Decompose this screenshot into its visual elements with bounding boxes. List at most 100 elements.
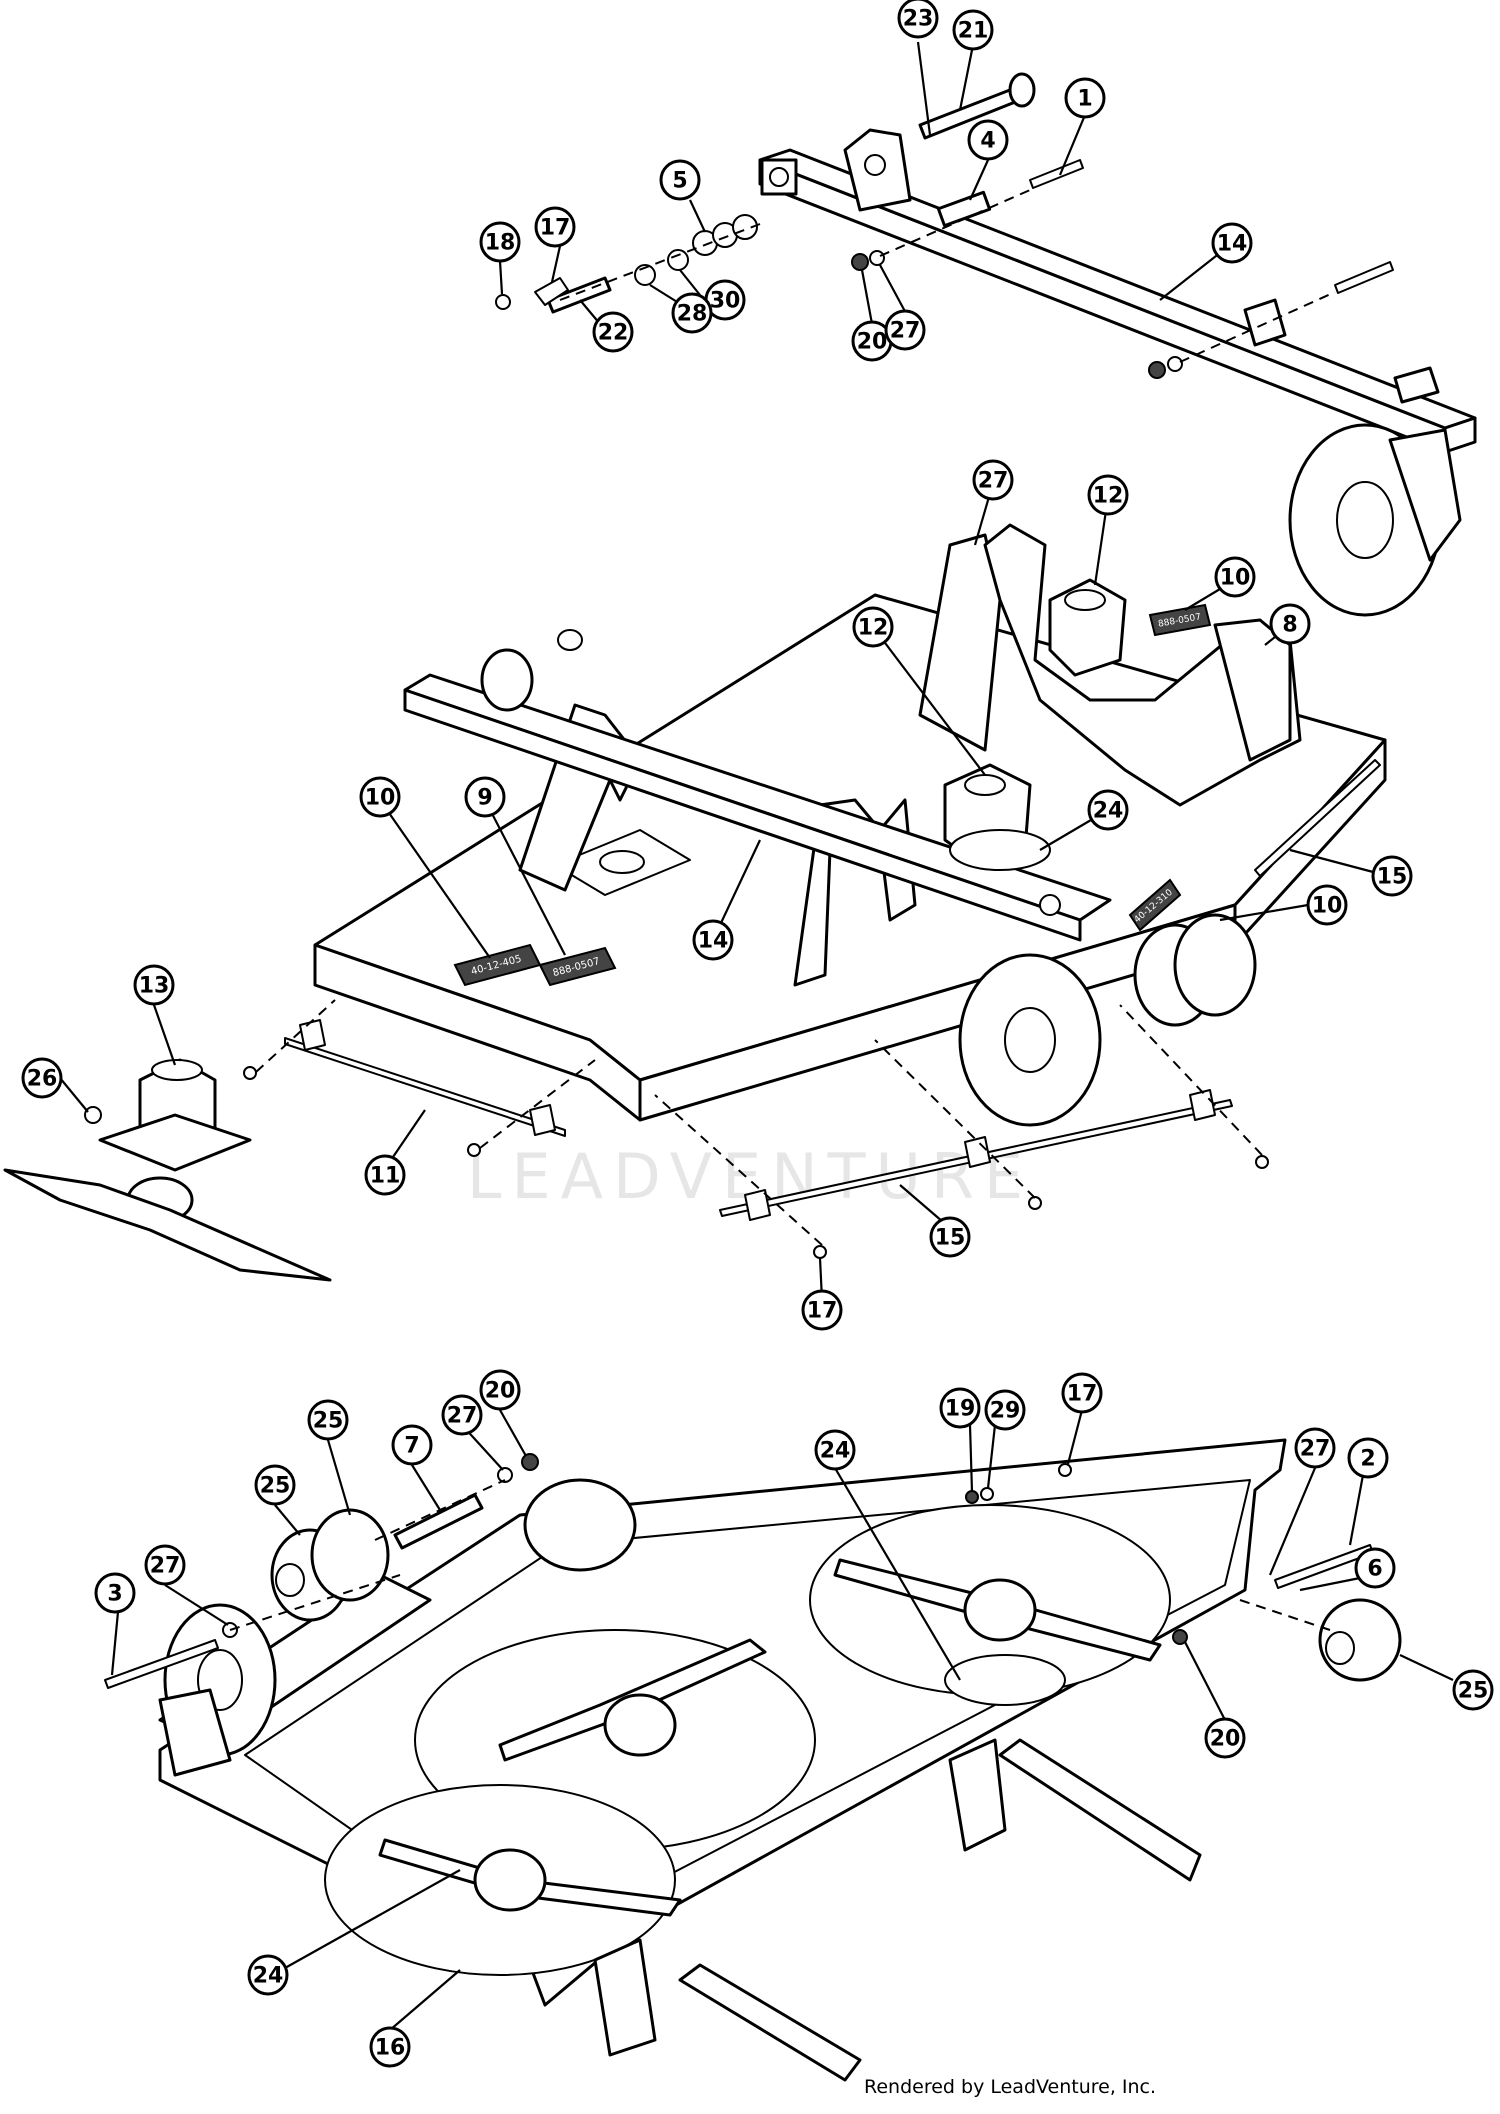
dash-rod-11-a <box>255 999 336 1073</box>
svg-text:17: 17 <box>1067 1382 1098 1407</box>
nut-18 <box>495 294 511 310</box>
spindle-opening <box>599 850 645 874</box>
hitch-bracket-front <box>593 1938 657 2057</box>
svg-text:6: 6 <box>1367 1557 1382 1582</box>
roller-25-right-hub <box>1325 1631 1355 1665</box>
spacer-tube <box>936 190 992 228</box>
svg-text:13: 13 <box>139 974 170 999</box>
svg-text:27: 27 <box>150 1554 181 1579</box>
callout: 8 <box>1269 603 1311 645</box>
callouts: 23 21 1 4 5 17 18 30 28 22 20 27 14 27 1… <box>21 0 1494 2068</box>
hitch-bracket-right <box>948 1738 1007 1852</box>
nut-20-pin <box>521 1453 539 1471</box>
baffle-rod-11 <box>284 1037 566 1137</box>
svg-text:29: 29 <box>990 1399 1021 1424</box>
dash-bolt-2 <box>1239 1599 1331 1631</box>
baffle-bracket-15c <box>1189 1089 1216 1121</box>
callout: 27 <box>884 309 926 351</box>
callout: 22 <box>592 311 634 353</box>
bolt-3 <box>104 1639 219 1689</box>
nut-20-right <box>1172 1629 1188 1645</box>
bolt-17-a <box>243 1066 257 1080</box>
callout: 14 <box>692 919 734 961</box>
callout: 17 <box>534 206 576 248</box>
svg-text:27: 27 <box>447 1404 478 1429</box>
pivot-pin-head <box>1008 72 1036 108</box>
callout: 15 <box>929 1216 971 1258</box>
svg-text:24: 24 <box>1093 799 1124 824</box>
callout: 16 <box>369 2026 411 2068</box>
callout: 15 <box>1371 855 1413 897</box>
bolt-17-c <box>813 1245 827 1259</box>
svg-text:24: 24 <box>253 1964 284 1989</box>
spindle-assembly <box>3 1058 332 1282</box>
deck-caster-wheel-left-hub <box>1004 1007 1056 1073</box>
clip-17 <box>534 277 569 306</box>
underside-wheel-rear <box>523 1478 637 1572</box>
spindle-housing-front-top <box>964 774 1006 796</box>
callout: 20 <box>1204 1717 1246 1759</box>
callout: 27 <box>441 1394 483 1436</box>
bolt-17-bottom <box>1058 1463 1072 1477</box>
deck-roller-right-b <box>1173 913 1257 1017</box>
washer-30 <box>667 249 689 271</box>
svg-text:20: 20 <box>1210 1727 1241 1752</box>
svg-text:4: 4 <box>980 129 995 154</box>
callout: 24 <box>1087 789 1129 831</box>
svg-text:11: 11 <box>370 1164 401 1189</box>
right-clamp <box>1243 298 1287 347</box>
deck-axle-bar-end <box>403 688 1082 942</box>
svg-text:5: 5 <box>672 169 687 194</box>
callout: 2 <box>1347 1437 1389 1479</box>
callout: 3 <box>94 1572 136 1614</box>
deck-axle-pivot <box>480 648 534 712</box>
svg-text:10: 10 <box>365 786 396 811</box>
dash-rod-15-c <box>1119 1004 1263 1156</box>
svg-text:10: 10 <box>1220 566 1251 591</box>
callout: 9 <box>464 776 506 818</box>
spindle-hub-rear <box>963 1578 1037 1642</box>
pulley-24 <box>949 829 1051 871</box>
callout: 12 <box>1087 474 1129 516</box>
callout: 23 <box>897 0 939 39</box>
dash-line-right <box>1179 291 1336 363</box>
caster-stem <box>1393 366 1440 404</box>
pulley-24-rear <box>944 1654 1066 1706</box>
callout: 27 <box>972 459 1014 501</box>
dash-line-bolt1 <box>879 189 1031 257</box>
spindle-hub-front <box>473 1848 547 1912</box>
pivot-bracket-hole <box>864 154 886 176</box>
spindle-hub-center <box>603 1693 677 1757</box>
washer-27-pin <box>497 1467 513 1483</box>
spindle-flange <box>98 1113 252 1172</box>
callout: 26 <box>21 1057 63 1099</box>
bolt-17-e <box>1255 1155 1269 1169</box>
axle-end-hole <box>769 167 789 187</box>
svg-text:25: 25 <box>1458 1679 1489 1704</box>
svg-text:9: 9 <box>477 786 492 811</box>
svg-text:16: 16 <box>375 2036 406 2061</box>
pin-7 <box>393 1493 484 1550</box>
svg-text:25: 25 <box>260 1474 291 1499</box>
bolt-right <box>1334 261 1394 294</box>
svg-text:12: 12 <box>858 616 889 641</box>
svg-text:19: 19 <box>945 1397 976 1422</box>
callout: 29 <box>984 1389 1026 1431</box>
callout: 5 <box>659 159 701 201</box>
spindle-housing-rear-top <box>1064 589 1106 611</box>
baffle-bracket-11b <box>529 1104 556 1136</box>
callout: 20 <box>851 320 893 362</box>
callout: 6 <box>1354 1547 1396 1589</box>
svg-text:12: 12 <box>1093 484 1124 509</box>
callout: 24 <box>247 1954 289 1996</box>
callout: 11 <box>364 1154 406 1196</box>
callout: 10 <box>1306 884 1348 926</box>
callout: 24 <box>814 1429 856 1471</box>
svg-text:14: 14 <box>1217 232 1248 257</box>
svg-text:7: 7 <box>404 1434 419 1459</box>
callout: 13 <box>133 964 175 1006</box>
svg-text:24: 24 <box>820 1439 851 1464</box>
baffle-rod-15-upper <box>1254 759 1381 877</box>
dash-line-washers <box>559 223 761 301</box>
callout: 21 <box>952 9 994 51</box>
